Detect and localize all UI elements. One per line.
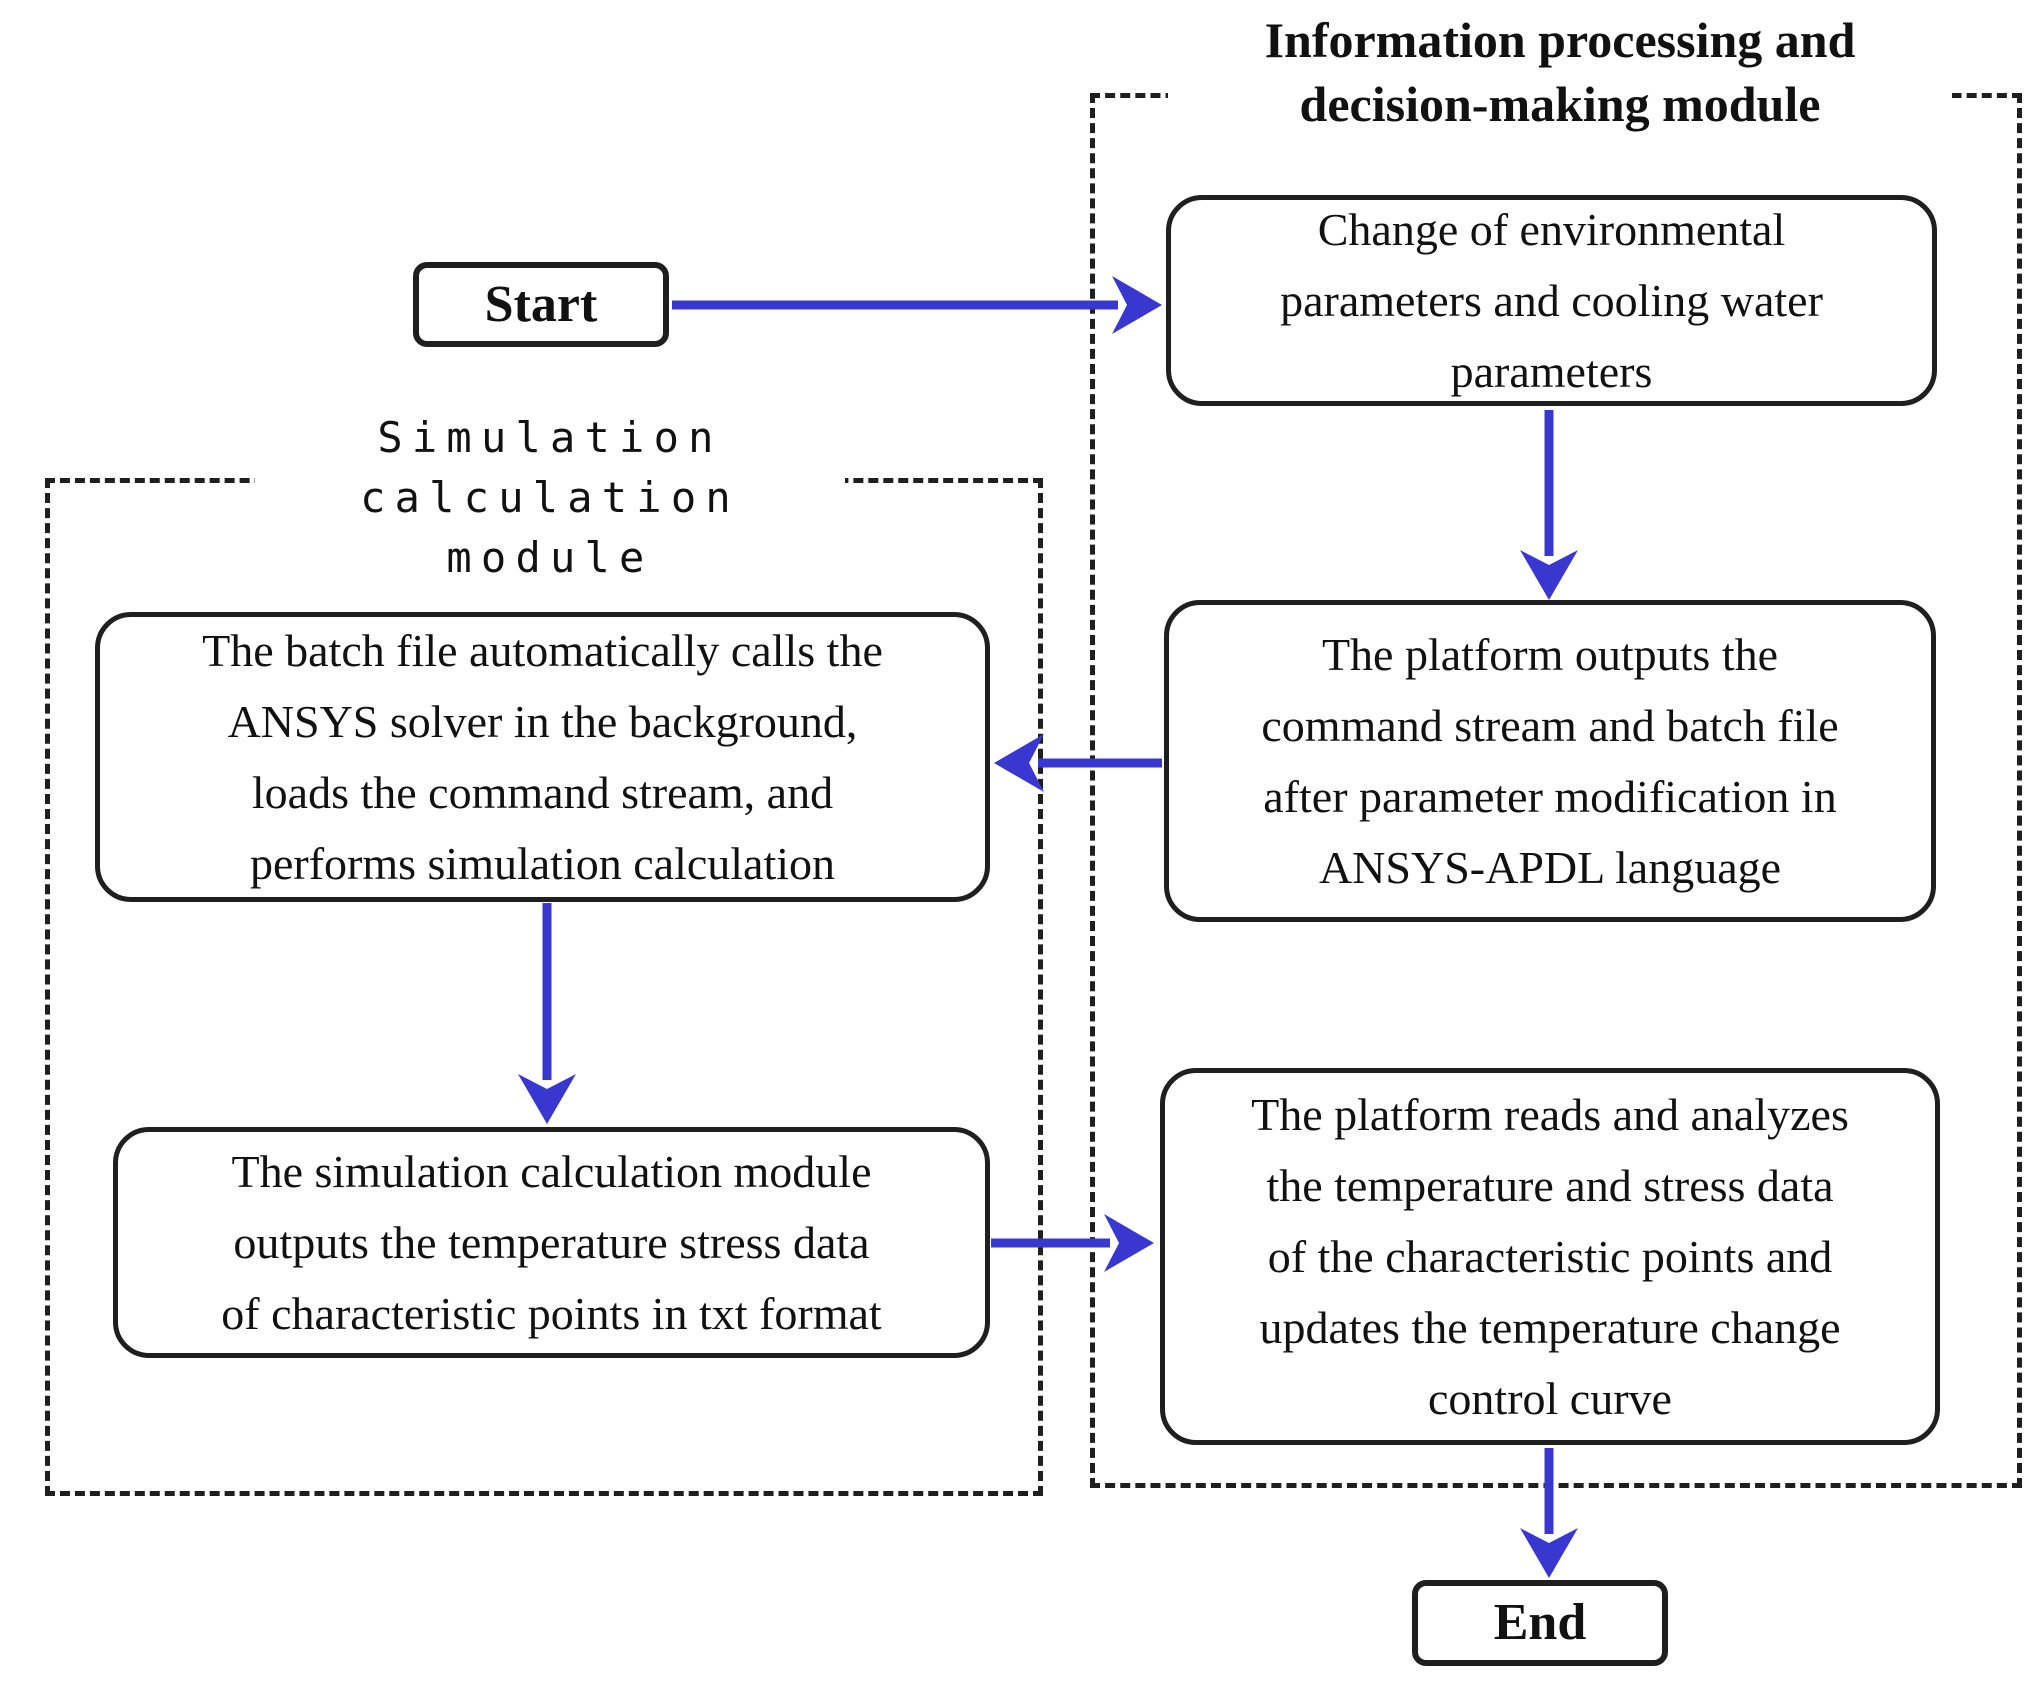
platform-reads-node-text: The platform reads and analyzes the temp… <box>1251 1089 1849 1424</box>
info-module-title-line2: decision-making module <box>1299 76 1821 132</box>
start-node-label: Start <box>484 275 598 333</box>
simulation-module-title-line2: calculation module <box>360 473 740 582</box>
change-params-node: Change of environmental parameters and c… <box>1166 195 1937 406</box>
end-node: End <box>1412 1580 1668 1666</box>
arrow-start-to-change-params <box>672 276 1162 334</box>
start-node: Start <box>413 262 669 347</box>
simulation-module-title-line1: Simulation <box>377 413 723 462</box>
sim-outputs-node-text: The simulation calculation module output… <box>221 1146 882 1339</box>
simulation-module-title: Simulation calculation module <box>255 408 845 596</box>
change-params-node-text: Change of environmental parameters and c… <box>1280 204 1823 397</box>
platform-outputs-node: The platform outputs the command stream … <box>1164 600 1936 922</box>
end-node-label: End <box>1493 1594 1587 1651</box>
batch-file-node-text: The batch file automatically calls the A… <box>202 625 883 889</box>
info-module-title: Information processing and decision-maki… <box>1168 8 1952 146</box>
batch-file-node: The batch file automatically calls the A… <box>95 612 990 902</box>
info-module-title-line1: Information processing and <box>1264 12 1856 68</box>
sim-outputs-node: The simulation calculation module output… <box>113 1127 990 1358</box>
platform-outputs-node-text: The platform outputs the command stream … <box>1261 629 1839 893</box>
platform-reads-node: The platform reads and analyzes the temp… <box>1160 1068 1940 1445</box>
